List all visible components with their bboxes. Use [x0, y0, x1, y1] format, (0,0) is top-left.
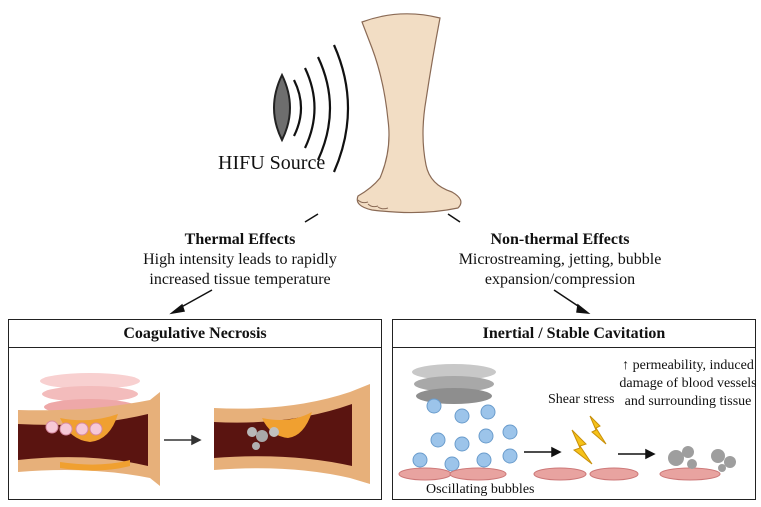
heat-waves: [40, 373, 140, 415]
cavitation-arrows: [524, 446, 656, 460]
vessel-before: [18, 392, 160, 486]
hifu-transducer-icon: [273, 72, 291, 143]
coagulative-necrosis-title: Coagulative Necrosis: [9, 320, 381, 348]
ultrasound-beam: [412, 364, 496, 404]
thermal-effects-line1: High intensity leads to rapidly: [143, 251, 337, 268]
hifu-source-label: HIFU Source: [218, 152, 326, 174]
oscillating-bubbles-label: Oscillating bubbles: [426, 482, 535, 497]
cavitation-title: Inertial / Stable Cavitation: [393, 320, 755, 348]
damaged-tissue-fragments: [668, 446, 736, 472]
thermal-effects-block: Thermal Effects High intensity leads to …: [110, 230, 370, 290]
leg-illustration: [356, 13, 462, 214]
nonthermal-effects-line1: Microstreaming, jetting, bubble: [458, 251, 662, 268]
nonthermal-effects-title: Non-thermal Effects: [490, 231, 630, 248]
nonthermal-effects-line2: expansion/compression: [484, 271, 636, 288]
shear-stress-label: Shear stress: [548, 392, 615, 407]
vessel-after: [214, 384, 370, 484]
necrosis-arrow: [164, 434, 202, 446]
ultrasound-waves: [293, 44, 350, 173]
thermal-effects-line2: increased tissue temperature: [149, 271, 331, 288]
endothelial-cells: [398, 467, 721, 481]
thermal-effects-title: Thermal Effects: [184, 231, 296, 248]
permeability-label: ↑ permeability, induced damage of blood …: [619, 358, 757, 409]
flow-arrows: [169, 213, 591, 315]
nonthermal-effects-block: Non-thermal Effects Microstreaming, jett…: [420, 230, 700, 290]
lightning-icon: [571, 415, 607, 465]
oscillating-bubbles: [412, 398, 518, 472]
